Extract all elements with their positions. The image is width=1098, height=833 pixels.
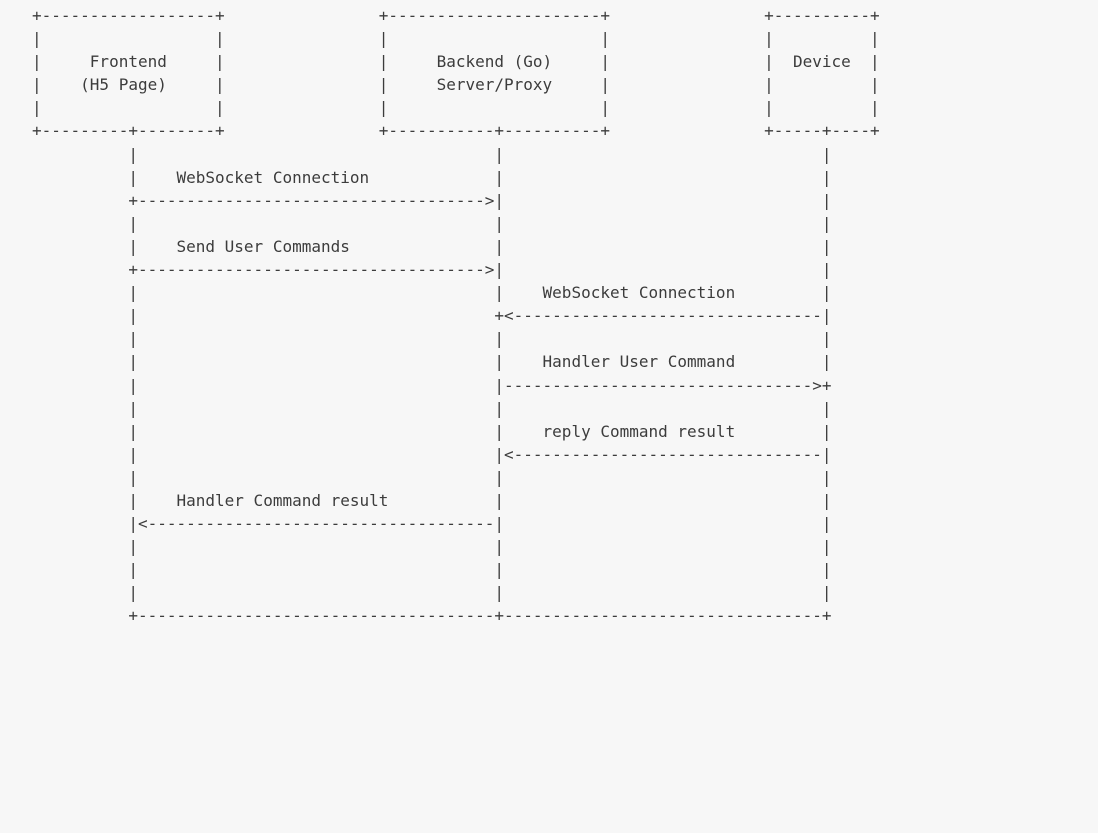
ascii-sequence-diagram: +------------------+ +------------------… [32, 6, 880, 626]
